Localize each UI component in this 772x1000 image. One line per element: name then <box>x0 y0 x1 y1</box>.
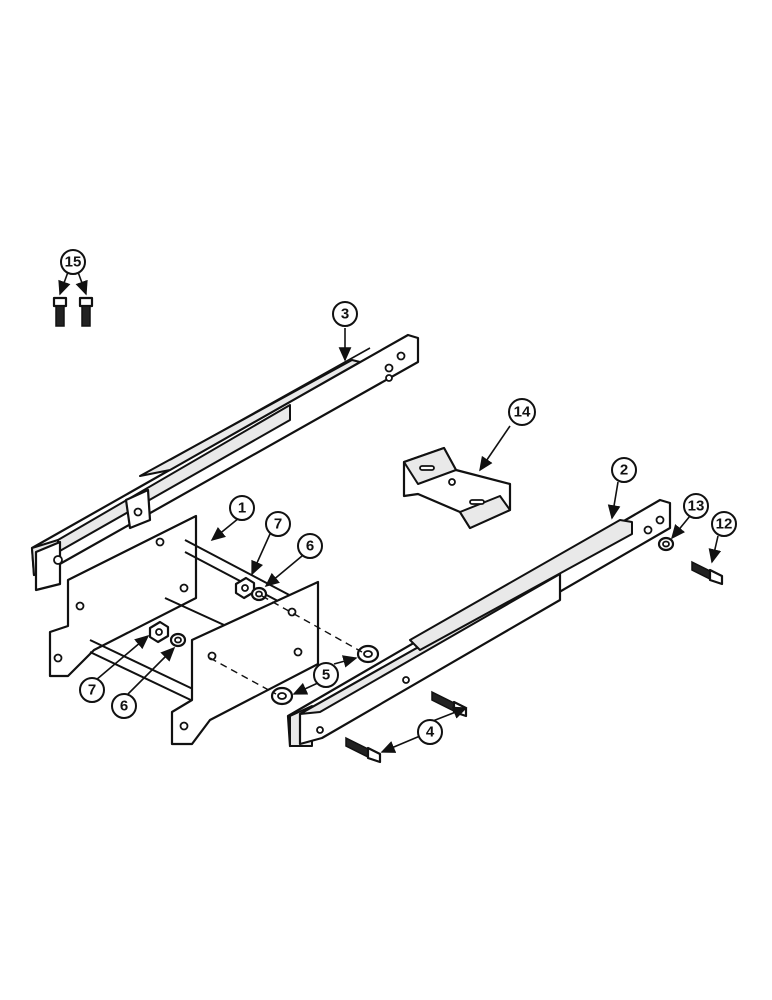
callout-4: 4 <box>417 719 443 745</box>
svg-text:7: 7 <box>88 682 96 699</box>
callout-6-upper: 6 <box>297 533 323 559</box>
washer-5-lower <box>270 686 294 706</box>
svg-text:1: 1 <box>238 500 246 517</box>
callout-5: 5 <box>313 662 339 688</box>
washer-6-lower <box>169 632 187 648</box>
bolt-4-upper <box>431 690 468 718</box>
bolt-12 <box>691 560 724 586</box>
svg-text:15: 15 <box>65 254 82 271</box>
rail-part-3 <box>30 333 420 592</box>
washer-13 <box>657 536 675 552</box>
callout-2: 2 <box>611 457 637 483</box>
bolts-15 <box>52 296 94 327</box>
washer-5-upper <box>356 644 380 664</box>
callout-3: 3 <box>332 301 358 327</box>
washer-6-upper <box>250 586 268 602</box>
svg-text:6: 6 <box>306 538 314 555</box>
svg-text:12: 12 <box>716 516 733 533</box>
callout-6-lower: 6 <box>111 693 137 719</box>
callout-13: 13 <box>683 493 709 519</box>
svg-text:3: 3 <box>341 306 349 323</box>
leader-lines <box>58 271 722 753</box>
svg-text:13: 13 <box>688 498 705 515</box>
callout-12: 12 <box>711 511 737 537</box>
rail-part-2 <box>286 498 672 748</box>
callout-15: 15 <box>60 249 86 275</box>
svg-text:14: 14 <box>514 404 531 421</box>
svg-text:2: 2 <box>620 462 628 479</box>
bracket-part-14 <box>402 446 512 530</box>
nut-7-lower <box>148 620 170 644</box>
svg-text:5: 5 <box>322 667 330 684</box>
callout-7-upper: 7 <box>265 511 291 537</box>
svg-text:7: 7 <box>274 516 282 533</box>
callout-7-lower: 7 <box>79 677 105 703</box>
svg-text:6: 6 <box>120 698 128 715</box>
svg-text:4: 4 <box>426 724 435 741</box>
callout-1: 1 <box>229 495 255 521</box>
frame-part-1 <box>48 514 320 746</box>
bolt-4-lower <box>345 736 382 764</box>
callout-14: 14 <box>508 398 536 426</box>
